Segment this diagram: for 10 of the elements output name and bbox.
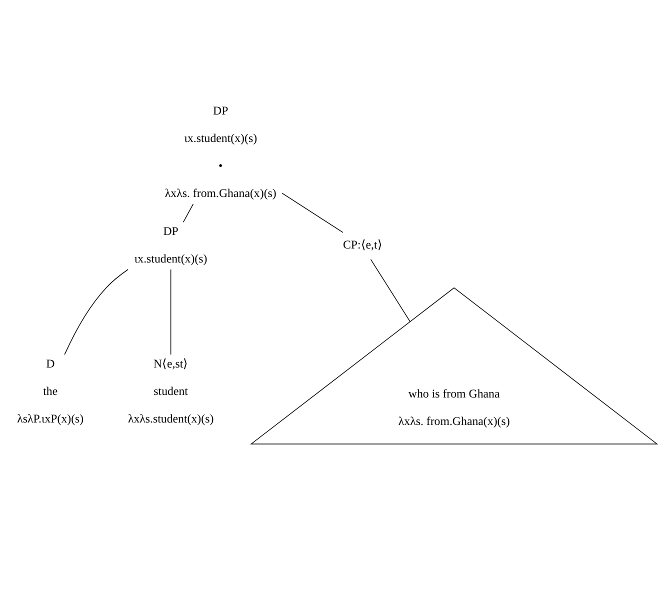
node-text: N⟨e,st⟩ student λxλs.student(x)(s) (128, 356, 214, 426)
node-text: DP ιx.student(x)(s) (134, 224, 208, 266)
connector (182, 204, 194, 223)
node-text: DP ιx.student(x)(s) • λxλs. from.Ghana(x)(s) (164, 103, 276, 200)
node-text: CP:⟨e,t⟩ (342, 238, 382, 252)
connector (64, 269, 128, 355)
connector (282, 192, 344, 233)
node-text: D the λsλP.ιxP(x)(s) (17, 356, 84, 426)
connector (170, 269, 172, 355)
connector (370, 259, 410, 322)
